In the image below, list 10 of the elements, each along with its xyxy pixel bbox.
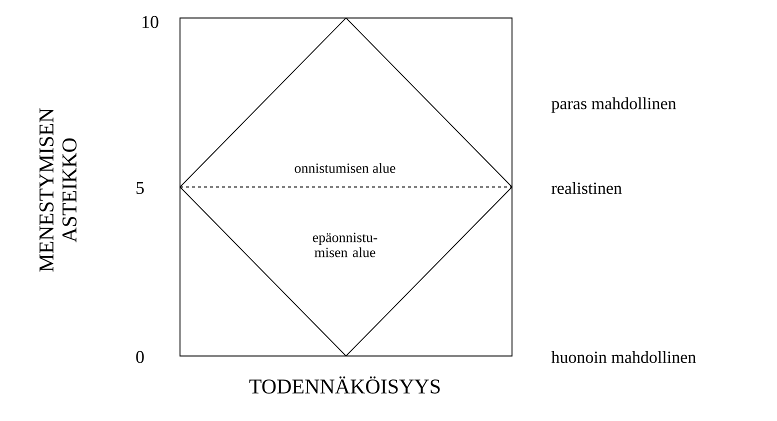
- axis-title: MENESTYMISEN ASTEIKKO: [39, 108, 77, 272]
- axis-title: TODENNÄKÖISYYS: [249, 376, 440, 394]
- region-label: onnistumisen alue: [294, 163, 396, 173]
- scale-label: paras mahdollinen: [551, 97, 676, 113]
- tick-label: 0: [136, 350, 144, 364]
- tick-label: 10: [142, 16, 158, 28]
- region-label: epäonnistu- misen alue: [312, 232, 378, 258]
- tick-label: 5: [136, 182, 144, 194]
- scale-label: huonoin mahdollinen: [551, 351, 696, 363]
- scale-label: realistinen: [552, 182, 622, 194]
